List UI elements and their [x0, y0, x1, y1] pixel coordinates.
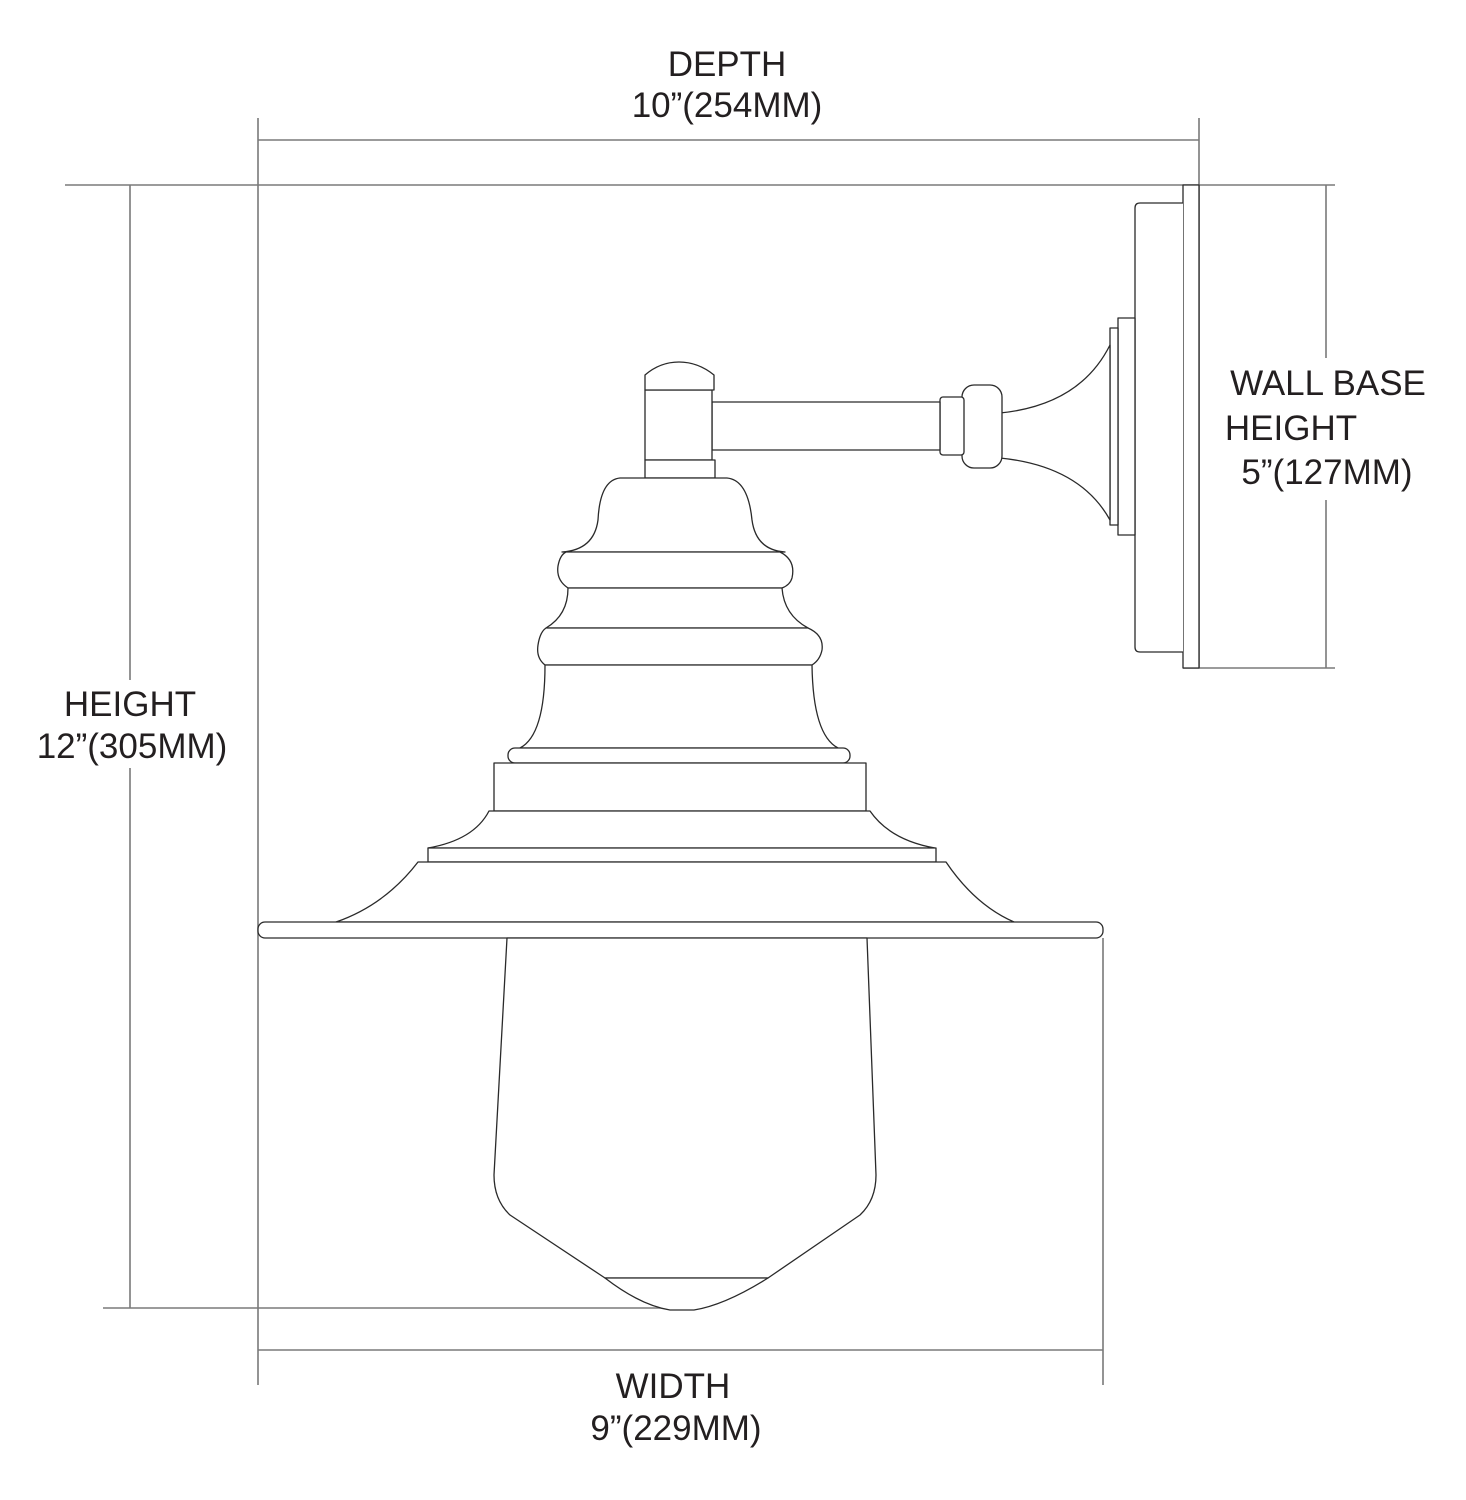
wall-plate	[1182, 184, 1200, 669]
depth-value: 10”(254MM)	[632, 86, 823, 125]
canopy-flare	[999, 344, 1111, 521]
canopy-backplate	[1117, 317, 1136, 536]
glass-tip	[604, 1277, 769, 1311]
shade-upper-ring	[557, 551, 794, 589]
height-label: HEIGHT	[64, 685, 196, 724]
canopy-ring	[1109, 327, 1119, 526]
height-value: 12”(305MM)	[37, 727, 228, 766]
shade-step	[427, 847, 937, 863]
wall-base-label-line2: HEIGHT	[1225, 409, 1357, 448]
shade-lower-ring	[507, 747, 851, 764]
depth-label: DEPTH	[668, 45, 787, 84]
swivel-stem	[644, 389, 713, 461]
wall-plate-step	[1134, 202, 1183, 653]
dimension-labels: DEPTH 10”(254MM) HEIGHT 12”(305MM) WALL …	[37, 45, 1426, 1448]
wall-base-label-line1: WALL BASE	[1230, 364, 1426, 403]
stem-collar	[644, 459, 716, 479]
width-value: 9”(229MM)	[590, 1409, 761, 1448]
arm-collar	[939, 396, 965, 456]
shade-upper-flare	[427, 810, 936, 849]
arm-tube	[711, 401, 941, 451]
shade-brim	[257, 921, 1104, 939]
shade-body	[519, 664, 839, 749]
width-label: WIDTH	[616, 1367, 731, 1406]
shade-lower-flare	[335, 861, 1015, 923]
sconce-fixture	[257, 184, 1200, 1311]
arm-knuckle	[961, 384, 1003, 469]
wall-base-value: 5”(127MM)	[1241, 453, 1412, 492]
shade-band	[493, 762, 867, 812]
shade-neck	[545, 587, 809, 629]
stem-cap	[644, 361, 715, 391]
glass-globe	[493, 937, 877, 1279]
shade-middle-ring	[537, 627, 823, 666]
shade-bell-top	[561, 477, 786, 553]
